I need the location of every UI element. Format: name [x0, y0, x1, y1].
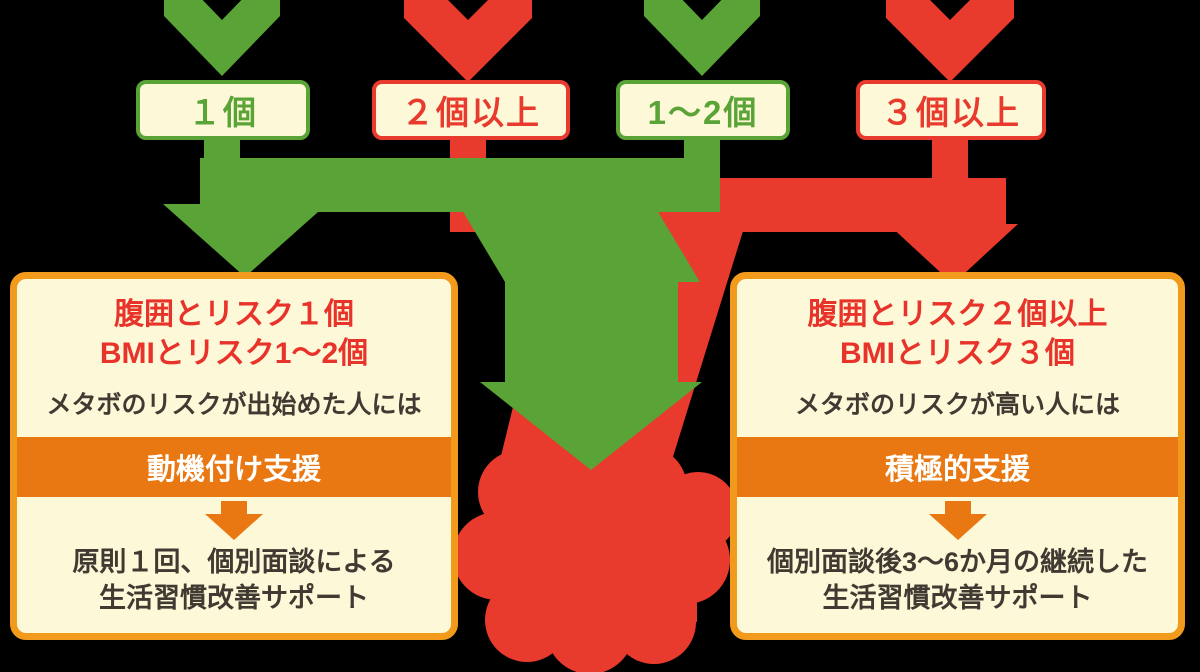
card-subtitle: メタボのリスクが高い人には [794, 391, 1120, 419]
green-merge-arrowhead [163, 204, 327, 277]
red-chevron-arrow-2 [404, 0, 532, 82]
card-title: 腹囲とリスク２個以上 BMIとリスク３個 [808, 295, 1108, 373]
support-type-banner: 積極的支援 [737, 437, 1178, 497]
card-title-line2: BMIとリスク1〜2個 [99, 337, 369, 370]
green-chevron-arrow-1 [164, 0, 280, 76]
card-body-line1: 個別面談後3〜6か月の継続した [766, 547, 1149, 577]
count-label-box-4: ３個以上 [856, 80, 1046, 140]
card-title-line1: 腹囲とリスク２個以上 [807, 298, 1108, 331]
card-body-line1: 原則１回、個別面談による [72, 547, 396, 577]
count-label-text: １個 [188, 94, 258, 131]
support-type-banner: 動機付け支援 [17, 437, 451, 497]
card-title-line2: BMIとリスク３個 [840, 337, 1075, 370]
red-chevron-arrow-4 [886, 0, 1014, 82]
card-title: 腹囲とリスク１個 BMIとリスク1〜2個 [100, 295, 368, 373]
card-motivational-support: 腹囲とリスク１個 BMIとリスク1〜2個 メタボのリスクが出始めた人には 動機付… [10, 272, 458, 640]
card-body: 個別面談後3〜6か月の継続した 生活習慣改善サポート [767, 544, 1148, 617]
central-green-down-arrow [480, 268, 702, 470]
count-label-box-3: 1〜2個 [616, 80, 790, 140]
down-arrow-icon [205, 501, 263, 540]
green-chevron-arrow-3 [644, 0, 760, 76]
card-active-support: 腹囲とリスク２個以上 BMIとリスク３個 メタボのリスクが高い人には 積極的支援… [730, 272, 1185, 640]
red-merge-arrowhead [888, 224, 1018, 284]
red-burst-shape [453, 436, 738, 672]
count-label-box-1: １個 [136, 80, 310, 140]
count-label-text: 1〜2個 [647, 94, 759, 131]
card-body-line2: 生活習慣改善サポート [98, 583, 369, 614]
count-label-box-2: ２個以上 [372, 80, 570, 140]
count-label-text: ２個以上 [401, 94, 541, 131]
down-arrow-icon [928, 501, 987, 540]
card-subtitle: メタボのリスクが出始めた人には [46, 391, 422, 419]
count-label-text: ３個以上 [881, 94, 1021, 131]
card-title-line1: 腹囲とリスク１個 [113, 298, 354, 331]
card-body-line2: 生活習慣改善サポート [822, 583, 1093, 614]
card-body: 原則１回、個別面談による 生活習慣改善サポート [72, 544, 395, 617]
green-diagonal-band [450, 190, 700, 282]
